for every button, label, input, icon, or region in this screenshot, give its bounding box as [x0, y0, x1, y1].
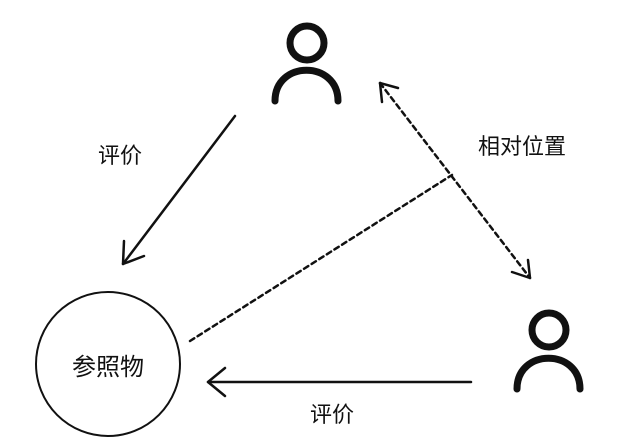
evaluation-arrow-top [121, 114, 237, 266]
relative-position-label: 相对位置 [478, 135, 567, 160]
reference-link-dotted [188, 173, 454, 343]
person-icon [513, 309, 584, 393]
relative-position-arrow [378, 81, 532, 280]
evaluation-label-top: 评价 [98, 144, 143, 169]
reference-circle [35, 291, 181, 437]
reference-label: 参照物 [72, 352, 144, 381]
evaluation-label-bottom: 评价 [310, 403, 355, 428]
person-icon [271, 22, 342, 105]
evaluation-arrow-bottom [206, 366, 473, 398]
